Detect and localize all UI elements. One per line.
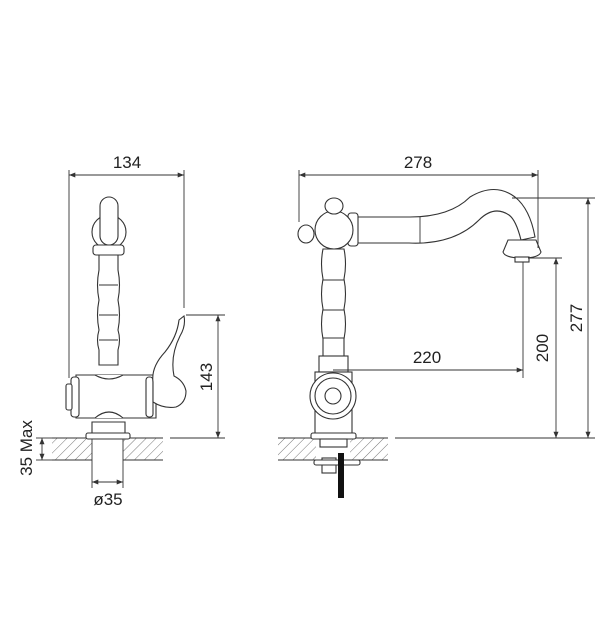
- reach-dimension: 220: [413, 348, 441, 367]
- total-height-dimension: 277: [567, 304, 586, 332]
- front-view: 278 220 200 277: [278, 153, 595, 498]
- side-view: 134 143 35 Max ø35: [17, 153, 225, 509]
- width-dimension-side: 134: [113, 153, 141, 172]
- hole-diameter-dimension: ø35: [93, 490, 122, 509]
- supply-hose: [338, 453, 344, 498]
- lever-handle: [152, 315, 187, 408]
- counter-section-left: [52, 437, 163, 462]
- faucet-side: [65, 196, 187, 440]
- spout-height-dimension: 200: [533, 334, 552, 362]
- height-dimension-side: 143: [197, 363, 216, 391]
- width-dimension-front: 278: [404, 153, 432, 172]
- counter-section-right: [278, 437, 388, 461]
- spout: [349, 188, 536, 244]
- faucet-front: [297, 188, 542, 498]
- max-thickness-dimension: 35 Max: [17, 420, 36, 476]
